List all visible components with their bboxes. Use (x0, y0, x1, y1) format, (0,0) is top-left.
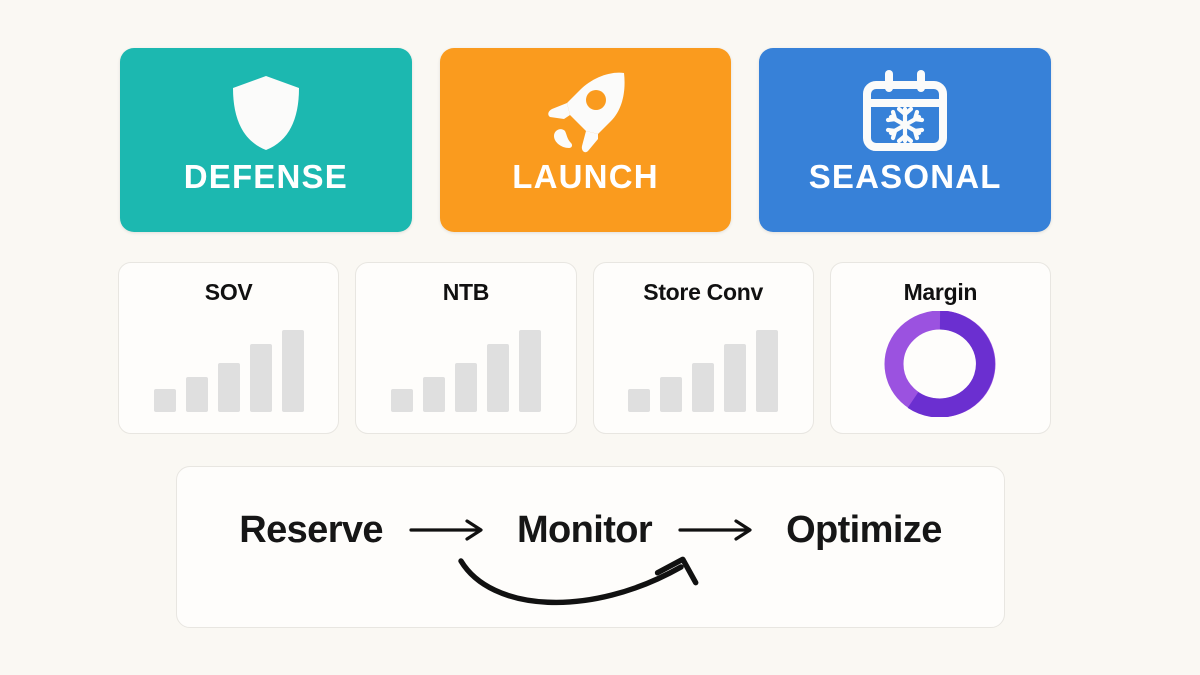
flow-step-reserve[interactable]: Reserve (239, 509, 383, 551)
arrow-reserve-to-monitor-icon (409, 517, 491, 543)
bar (217, 363, 240, 412)
donut-chart-margin (831, 311, 1050, 417)
metric-card-row: SOV NTB Store Conv (118, 262, 1051, 434)
metric-title-sov: SOV (204, 279, 253, 305)
bar (660, 377, 683, 412)
category-label-seasonal: SEASONAL (808, 158, 1002, 195)
bar-chart-ntb (356, 326, 575, 412)
process-flow-steps: Reserve Monitor Optimize (177, 511, 1004, 549)
category-label-launch: LAUNCH (512, 158, 659, 195)
metric-title-margin: Margin (903, 279, 978, 305)
bar (185, 377, 208, 412)
bar (518, 330, 541, 412)
bar (628, 389, 651, 412)
bar (724, 344, 747, 412)
category-label-defense: DEFENSE (183, 158, 348, 195)
bar-chart-sov (119, 326, 338, 412)
metric-card-ntb[interactable]: NTB (355, 262, 577, 434)
bar (390, 389, 413, 412)
arrow-monitor-to-optimize-icon (678, 517, 760, 543)
bar (281, 330, 304, 412)
bar (486, 344, 509, 412)
feedback-loop-arrow-icon (457, 553, 717, 628)
metric-card-sov[interactable]: SOV (118, 262, 340, 434)
bar (692, 363, 715, 412)
shield-icon (227, 70, 305, 156)
metric-card-store-conv[interactable]: Store Conv (592, 262, 814, 434)
rocket-icon (540, 70, 632, 156)
bar (454, 363, 477, 412)
metric-title-store-conv: Store Conv (643, 279, 763, 305)
flow-step-monitor[interactable]: Monitor (516, 509, 653, 551)
bar (249, 344, 272, 412)
category-card-defense[interactable]: DEFENSE (120, 48, 412, 232)
metric-title-ntb: NTB (442, 279, 490, 305)
category-card-launch[interactable]: LAUNCH (439, 48, 732, 232)
category-card-seasonal[interactable]: SEASONAL (759, 48, 1052, 232)
category-card-row: DEFENSE (120, 48, 1052, 232)
bar (422, 377, 445, 412)
bar (153, 389, 176, 412)
bar-chart-store-conv (594, 326, 813, 412)
process-flow-card: Reserve Monitor Optimize (176, 466, 1005, 628)
calendar-snowflake-icon (857, 70, 953, 156)
bar (756, 330, 779, 412)
metric-card-margin[interactable]: Margin (829, 262, 1051, 434)
flow-step-optimize[interactable]: Optimize (786, 509, 942, 551)
